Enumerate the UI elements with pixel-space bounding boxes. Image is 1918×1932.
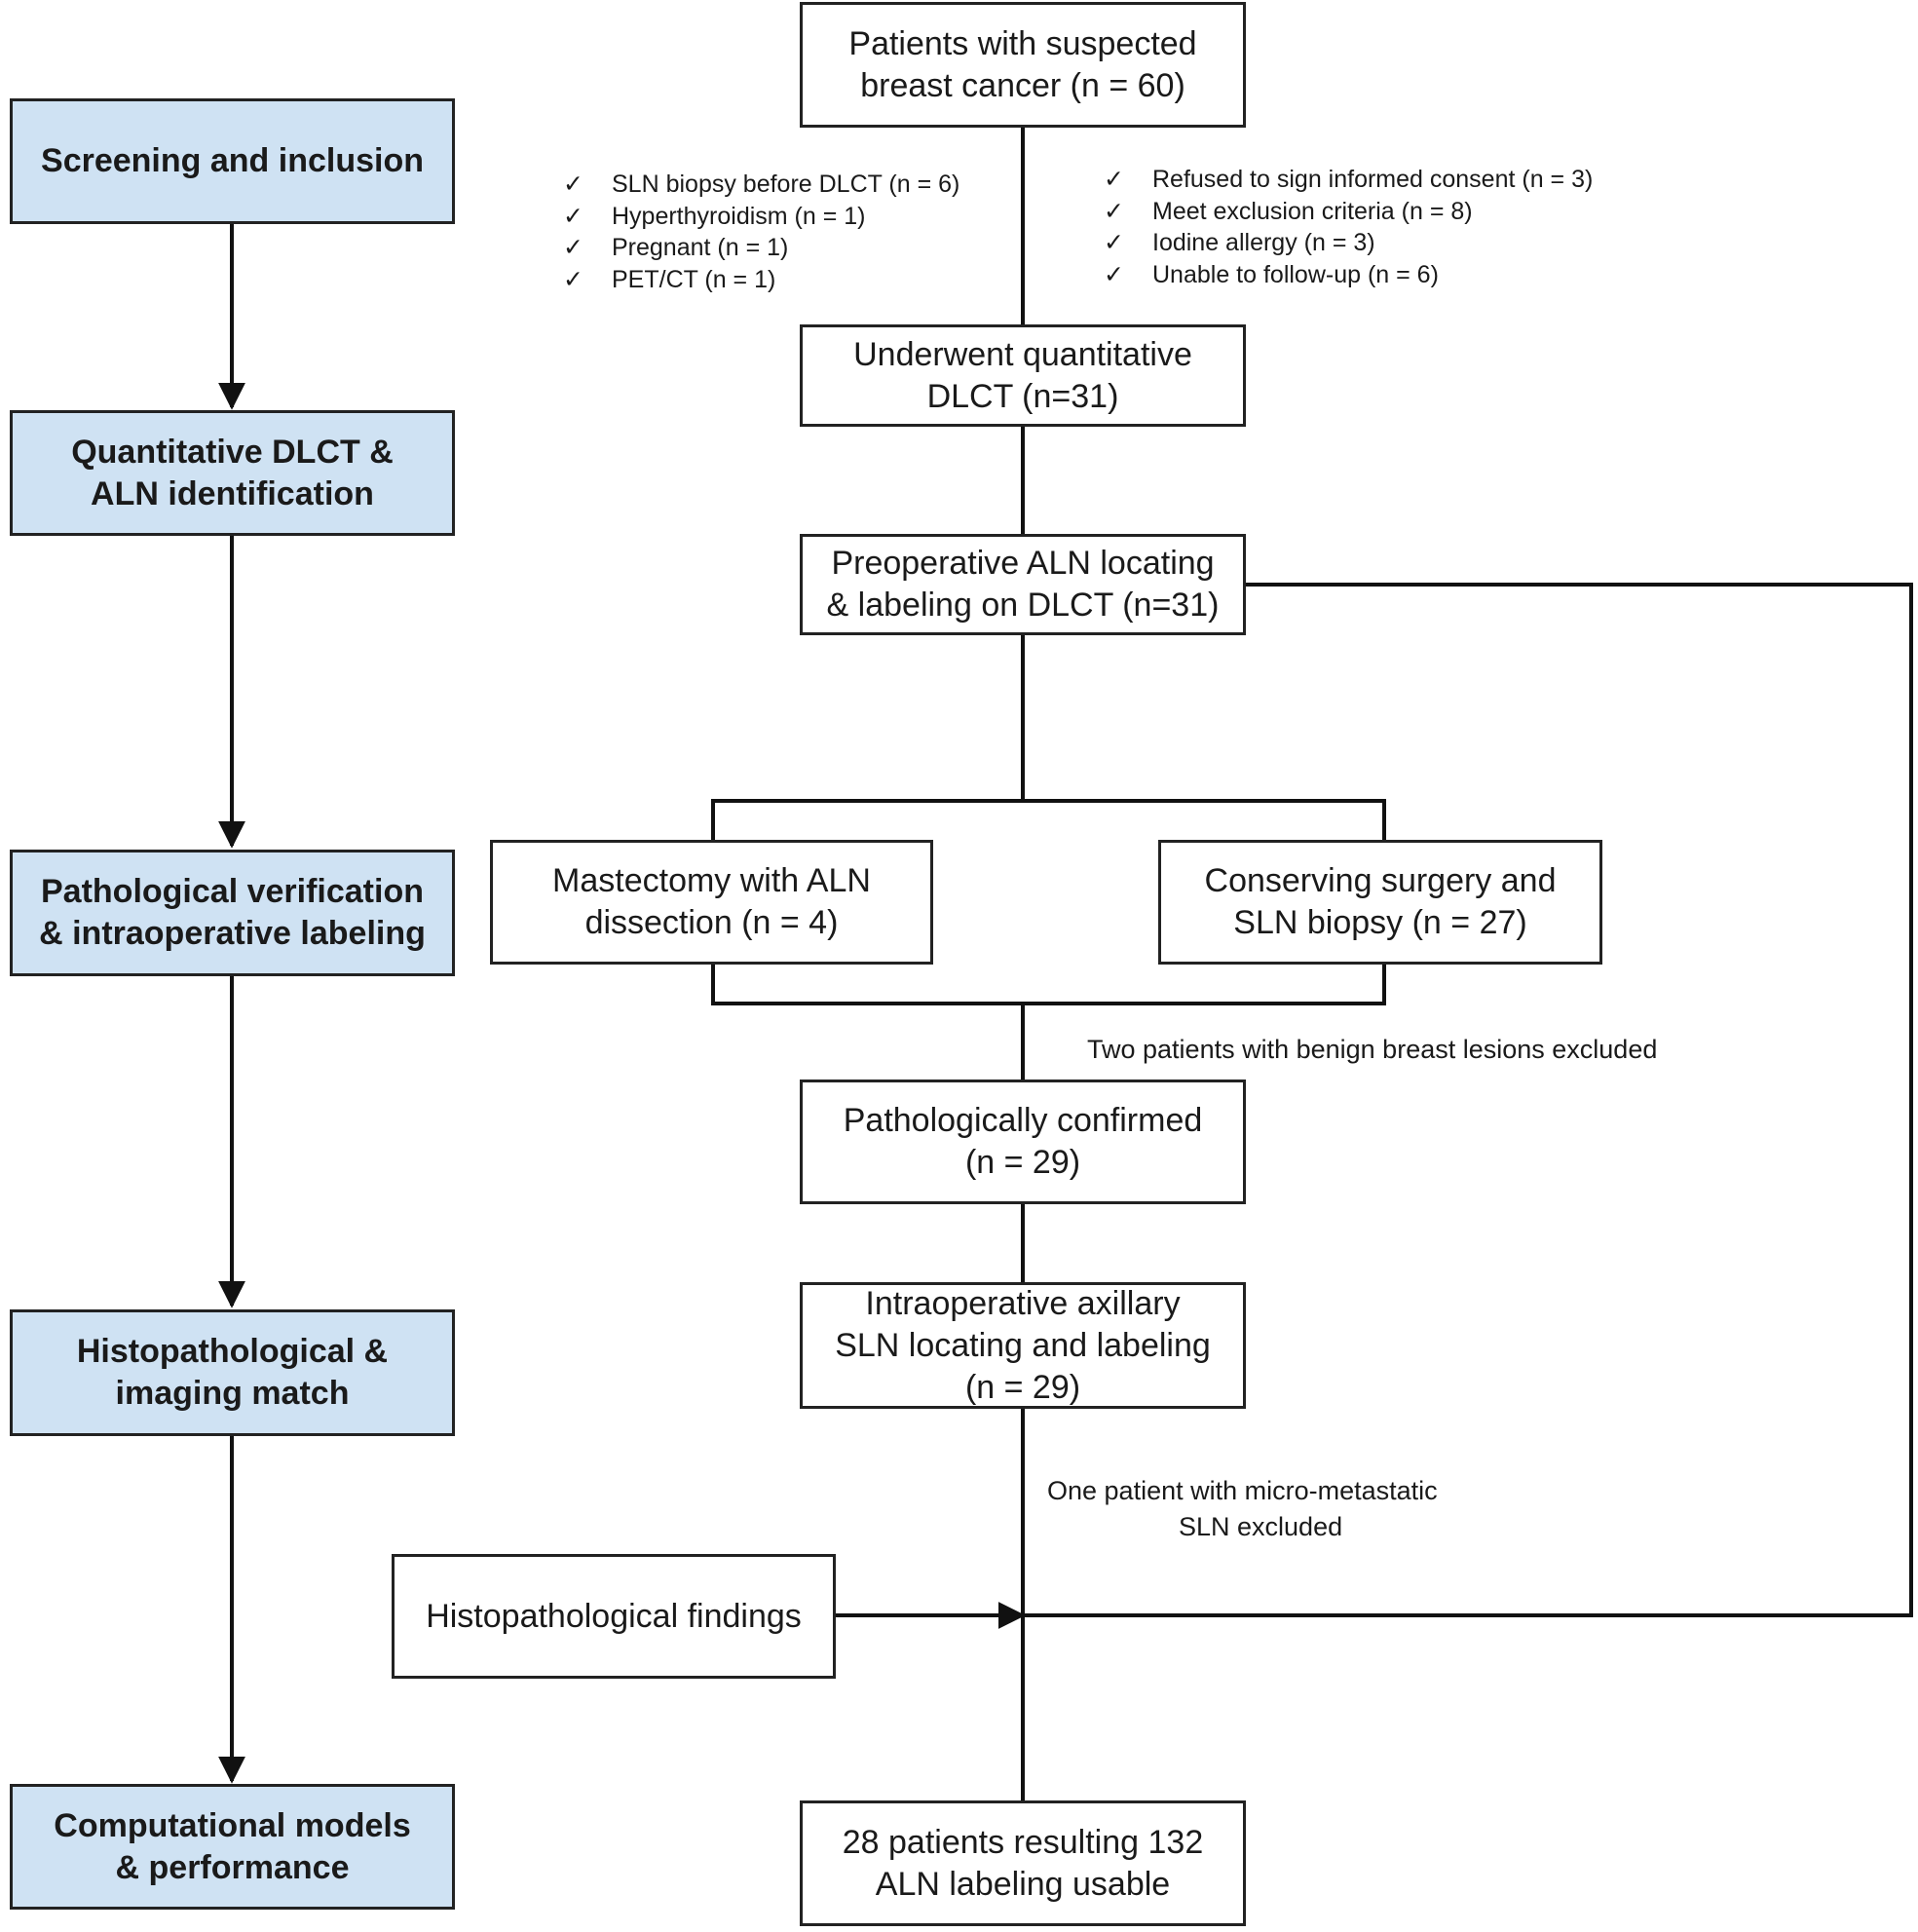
stage-quantitative-dlct-line1: Quantitative DLCT &: [71, 433, 394, 471]
box-pathologically-confirmed-line1: Pathologically confirmed: [843, 1102, 1203, 1139]
box-histopathological-findings: Histopathological findings: [392, 1554, 836, 1679]
exclusion-text: Hyperthyroidism (n = 1): [612, 202, 866, 230]
exclusion-item: ✓ Refused to sign informed consent (n = 3…: [1104, 164, 1593, 196]
box-conserving-surgery-line1: Conserving surgery and: [1204, 862, 1557, 899]
check-icon: ✓: [563, 202, 583, 230]
exclusion-text: Iodine allergy (n = 3): [1152, 229, 1375, 256]
exclusion-text: SLN biopsy before DLCT (n = 6): [612, 170, 960, 198]
box-pathologically-confirmed: Pathologically confirmed (n = 29): [800, 1080, 1246, 1204]
note-micro-metastatic-line1: One patient with micro-metastatic: [1047, 1476, 1438, 1505]
box-suspected-patients-line1: Patients with suspected: [848, 24, 1197, 62]
stage-computational-models-line2: & performance: [115, 1848, 350, 1886]
exclusion-text: Meet exclusion criteria (n = 8): [1152, 197, 1473, 225]
exclusion-text: Pregnant (n = 1): [612, 234, 789, 261]
exclusion-text: PET/CT (n = 1): [612, 265, 776, 293]
box-preoperative-labeling: Preoperative ALN locating & labeling on …: [800, 534, 1246, 635]
stage-pathological-verification: Pathological verification & intraoperati…: [10, 850, 455, 976]
check-icon: ✓: [563, 265, 583, 293]
stage-pathological-verification-line1: Pathological verification: [41, 873, 424, 910]
check-icon: ✓: [563, 234, 583, 261]
box-intraoperative-labeling: Intraoperative axillary SLN locating and…: [800, 1282, 1246, 1409]
exclusion-list-right: ✓ Refused to sign informed consent (n = 3…: [1104, 164, 1593, 290]
stage-screening: Screening and inclusion: [10, 98, 455, 224]
note-micro-metastatic-line2: SLN excluded: [1179, 1512, 1343, 1541]
box-final-usable: 28 patients resulting 132 ALN labeling u…: [800, 1800, 1246, 1926]
stage-pathological-verification-line2: & intraoperative labeling: [39, 915, 426, 952]
exclusion-item: ✓ Meet exclusion criteria (n = 8): [1104, 196, 1593, 228]
box-intraoperative-labeling-line1: Intraoperative axillary: [865, 1284, 1181, 1322]
check-icon: ✓: [1104, 229, 1124, 256]
check-icon: ✓: [1104, 260, 1124, 288]
box-suspected-patients: Patients with suspected breast cancer (n…: [800, 2, 1246, 128]
box-mastectomy: Mastectomy with ALN dissection (n = 4): [490, 840, 933, 965]
box-mastectomy-line1: Mastectomy with ALN: [552, 862, 871, 899]
check-icon: ✓: [563, 170, 583, 198]
box-pathologically-confirmed-line2: (n = 29): [964, 1144, 1081, 1181]
stage-screening-text: Screening and inclusion: [41, 142, 424, 179]
box-intraoperative-labeling-line3: (n = 29): [964, 1368, 1081, 1406]
stage-quantitative-dlct: Quantitative DLCT & ALN identification: [10, 410, 455, 536]
exclusion-item: ✓ Hyperthyroidism (n = 1): [563, 201, 959, 233]
box-final-usable-line1: 28 patients resulting 132: [842, 1823, 1204, 1861]
box-final-usable-line2: ALN labeling usable: [875, 1865, 1171, 1903]
stage-histopathological-match-line1: Histopathological &: [76, 1333, 389, 1370]
exclusion-text: Refused to sign informed consent (n = 3): [1152, 166, 1594, 193]
branch-split-bracket: [711, 799, 1386, 843]
stage-computational-models-line1: Computational models: [54, 1806, 411, 1844]
stage-computational-models: Computational models & performance: [10, 1784, 455, 1910]
exclusion-item: ✓ SLN biopsy before DLCT (n = 6): [563, 169, 959, 201]
exclusion-item: ✓ Unable to follow-up (n = 6): [1104, 259, 1593, 291]
box-underwent-dlct: Underwent quantitative DLCT (n=31): [800, 324, 1246, 427]
stage-quantitative-dlct-line2: ALN identification: [91, 474, 374, 512]
box-histopathological-findings-text: Histopathological findings: [426, 1597, 802, 1635]
box-mastectomy-line2: dissection (n = 4): [584, 904, 839, 941]
box-preoperative-labeling-line2: & labeling on DLCT (n=31): [826, 587, 1220, 624]
box-underwent-dlct-line2: DLCT (n=31): [926, 377, 1119, 415]
box-preoperative-labeling-line1: Preoperative ALN locating: [831, 545, 1215, 582]
note-benign-excluded: Two patients with benign breast lesions …: [1087, 1035, 1658, 1064]
box-conserving-surgery: Conserving surgery and SLN biopsy (n = 2…: [1158, 840, 1602, 965]
exclusion-text: Unable to follow-up (n = 6): [1152, 260, 1439, 288]
box-underwent-dlct-line1: Underwent quantitative: [853, 335, 1192, 373]
box-suspected-patients-line2: breast cancer (n = 60): [860, 66, 1185, 104]
stage-histopathological-match: Histopathological & imaging match: [10, 1309, 455, 1436]
flow-line-preop-loop: [1023, 583, 1913, 1617]
box-conserving-surgery-line2: SLN biopsy (n = 27): [1233, 904, 1527, 941]
exclusion-item: ✓ Pregnant (n = 1): [563, 232, 959, 264]
exclusion-list-left: ✓ SLN biopsy before DLCT (n = 6) ✓ Hyperth…: [563, 169, 959, 295]
exclusion-item: ✓ Iodine allergy (n = 3): [1104, 227, 1593, 259]
exclusion-item: ✓ PET/CT (n = 1): [563, 264, 959, 296]
check-icon: ✓: [1104, 166, 1124, 193]
branch-merge-bracket: [711, 965, 1386, 1005]
check-icon: ✓: [1104, 197, 1124, 225]
stage-histopathological-match-line2: imaging match: [115, 1375, 350, 1412]
box-intraoperative-labeling-line2: SLN locating and labeling: [835, 1326, 1211, 1364]
